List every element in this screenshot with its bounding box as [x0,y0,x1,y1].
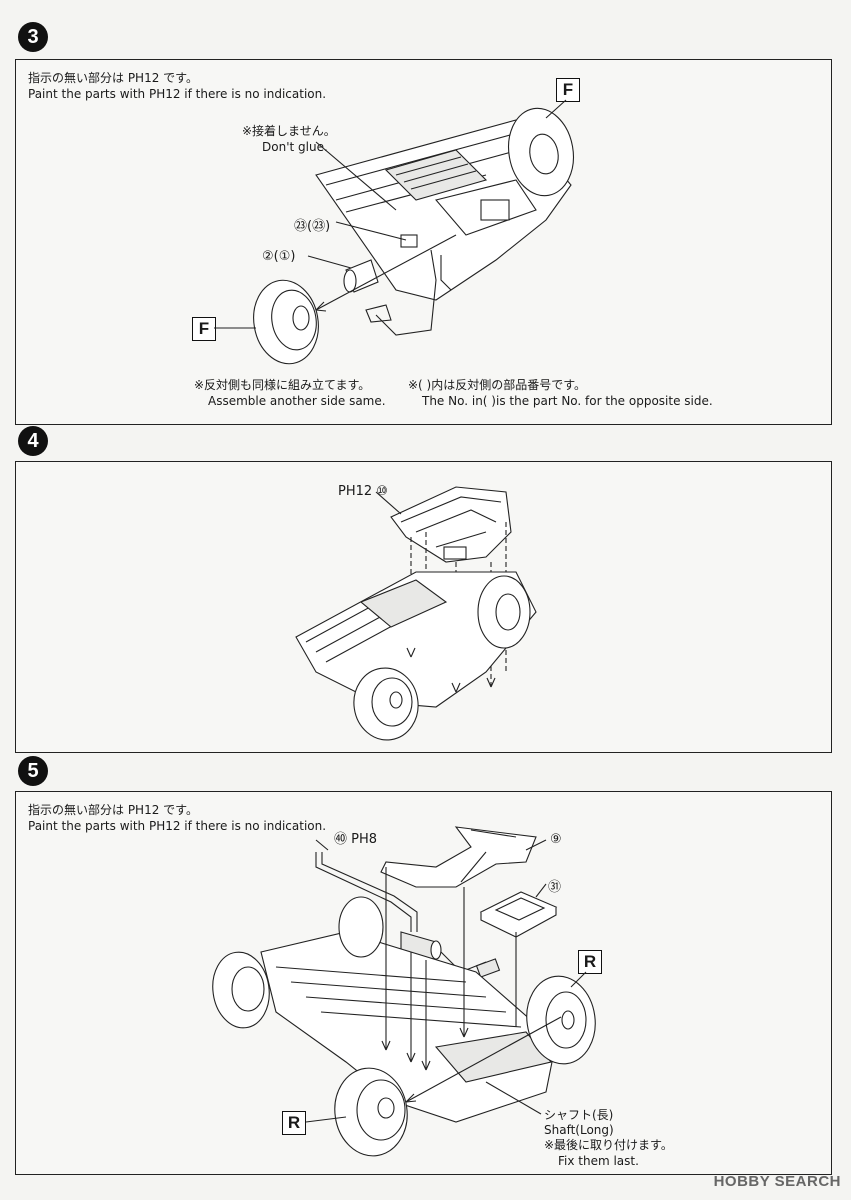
no-glue-note-ja: ※接着しません。 [242,124,336,138]
part-10-label: PH12 ⑩ [338,484,388,499]
step-3-paint-note-en: Paint the parts with PH12 if there is no… [28,87,327,101]
front-marker-left: F [192,317,216,341]
shaft-label-ja: シャフト(長) [544,1108,614,1122]
step-5-panel: 指示の無い部分は PH12 です。 Paint the parts with P… [15,791,832,1175]
no-glue-note-en: Don't glue. [262,140,328,154]
footer-left-en: Assemble another side same. [208,394,386,408]
shaft-label-en: Shaft(Long) [544,1123,614,1137]
part-23-label: ㉓(㉓) [294,219,331,234]
step-4-panel: PH12 ⑩ [15,461,832,753]
rear-marker-right: R [578,950,602,974]
fix-last-note-ja: ※最後に取り付けます。 [544,1138,673,1152]
rear-marker-left: R [282,1111,306,1135]
part-40-label: ㊵ PH8 [334,832,378,847]
front-marker-top: F [556,78,580,102]
step-3-drawing [214,99,574,365]
footer-right-ja: ※( )内は反対側の部品番号です。 [408,378,587,392]
step-5-number: 5 [18,756,48,786]
step-4-number: 4 [18,426,48,456]
part-31-label: ㉛ [548,880,562,895]
footer-left-ja: ※反対側も同様に組み立てます。 [194,378,371,392]
step-5-paint-note-en: Paint the parts with PH12 if there is no… [28,819,327,833]
step-4-drawing [295,486,537,741]
part-9-label: ⑨ [550,832,562,847]
step-3-panel: 指示の無い部分は PH12 です。 Paint the parts with P… [15,59,832,425]
step-5-paint-note-ja: 指示の無い部分は PH12 です。 [28,803,198,817]
step-3-paint-note-ja: 指示の無い部分は PH12 です。 [28,71,198,85]
footer-right-en: The No. in( )is the part No. for the opp… [422,394,713,408]
fix-last-note-en: Fix them last. [558,1154,639,1168]
part-2-label: ②(①) [262,249,296,264]
step-5-drawing [212,826,596,1157]
step-3-number: 3 [18,22,48,52]
watermark: HOBBY SEARCH [713,1173,841,1190]
